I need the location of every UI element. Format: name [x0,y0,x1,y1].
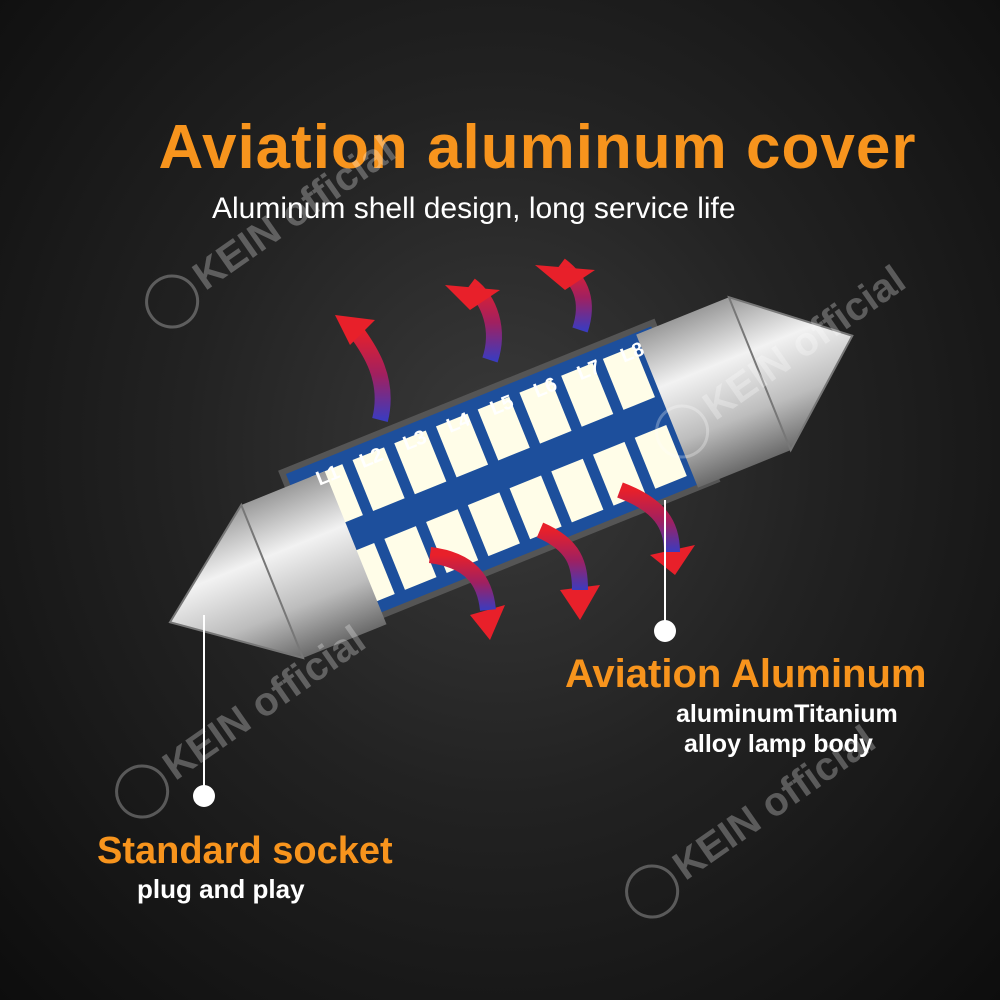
callout-dot-socket [193,785,215,807]
heat-arrows-down [428,482,680,612]
socket-callout-line1: plug and play [137,874,305,904]
callout-dot-body [654,620,676,642]
socket-callout-heading: Standard socket [97,830,393,872]
body-callout-heading: Aviation Aluminum [565,652,927,696]
callout-line-body [664,500,666,630]
page-title: Aviation aluminum cover [158,113,917,182]
right-cap [636,297,791,488]
callout-line-socket [203,615,205,795]
body-callout-line1: aluminumTitanium [676,700,898,728]
heat-arrow-heads [335,265,695,640]
body-callout-line2: alloy lamp body [684,730,873,758]
led-row-top [310,346,655,528]
right-cone [727,295,854,453]
page-subtitle: Aluminum shell design, long service life [212,192,736,225]
left-cap [241,471,387,658]
led-row-bottom [342,424,687,607]
